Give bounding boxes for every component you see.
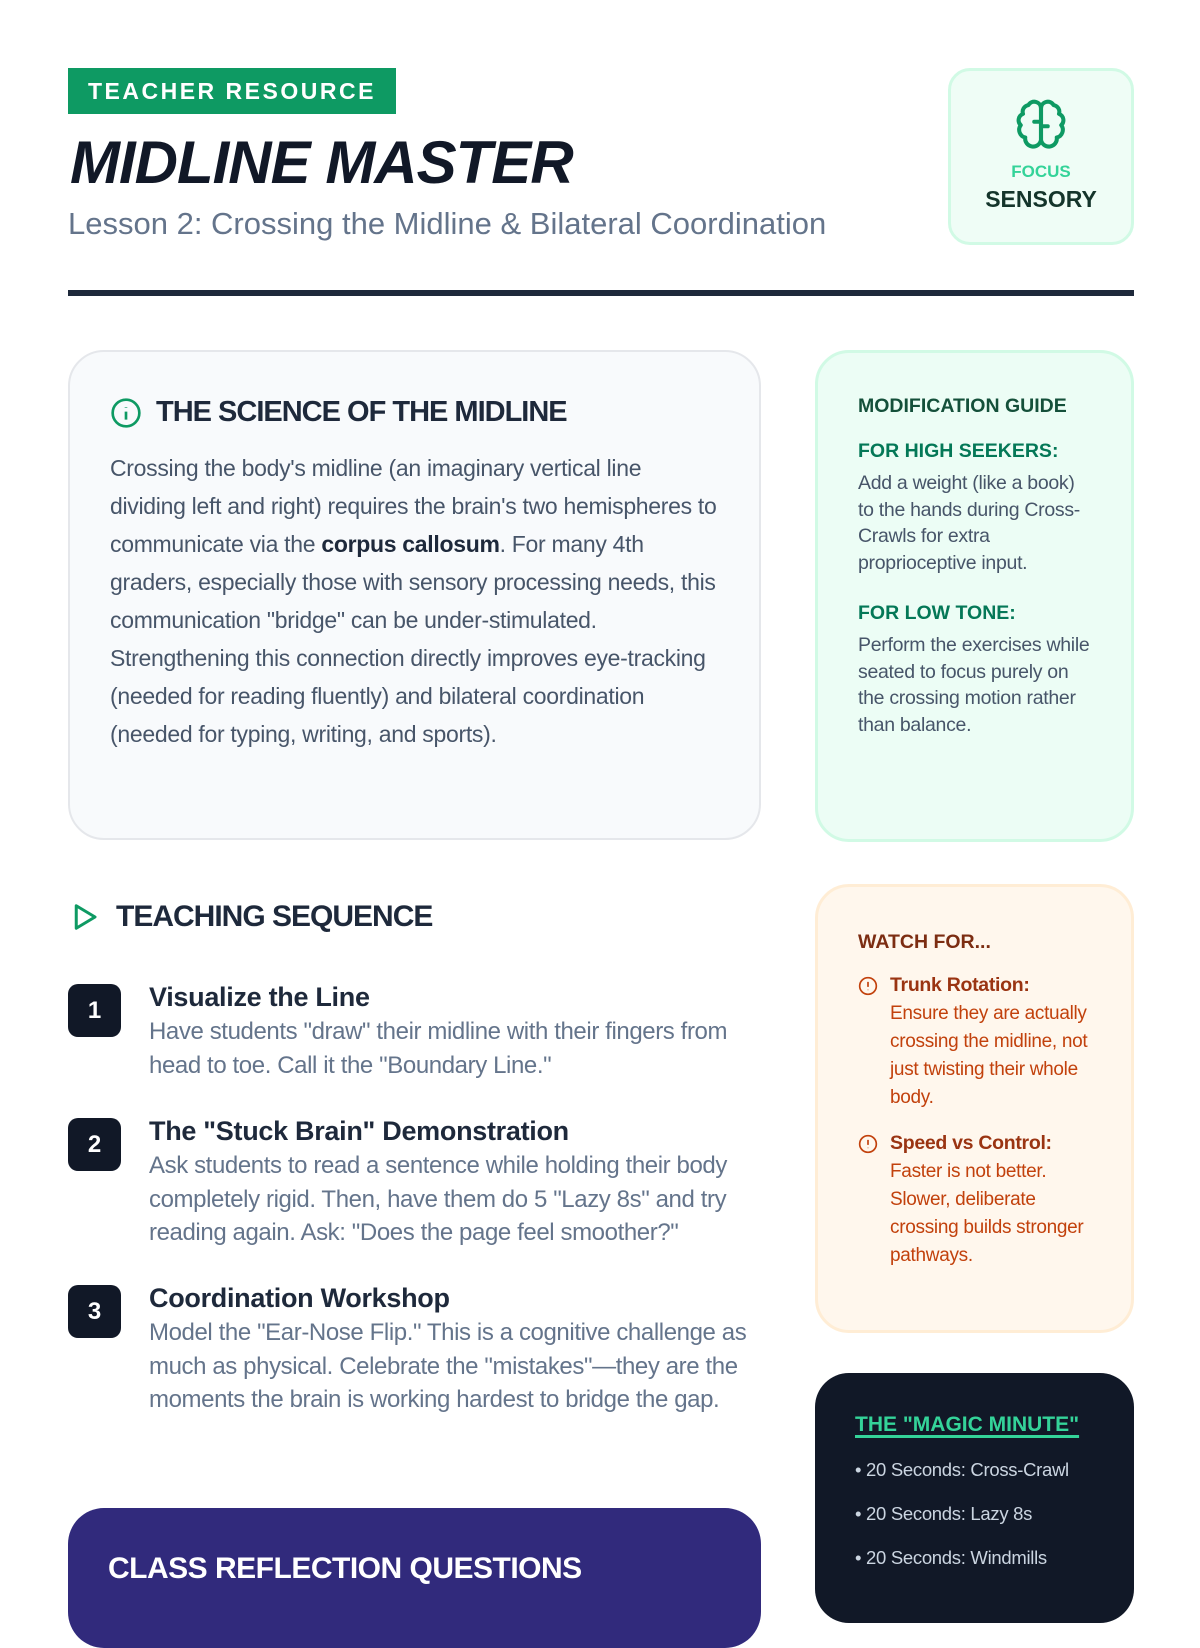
focus-label: FOCUS [1011, 162, 1071, 181]
page-title: MIDLINE MASTER [70, 129, 574, 196]
science-card: THE SCIENCE OF THE MIDLINE Crossing the … [68, 350, 761, 840]
step-title: Visualize the Line [149, 982, 370, 1012]
modification-text: Perform the exercises while seated to fo… [858, 634, 1090, 736]
magic-minute-item: • 20 Seconds: Lazy 8s [855, 1503, 1033, 1524]
focus-card: FOCUS SENSORY [948, 68, 1134, 245]
info-icon [111, 397, 141, 428]
magic-minute-heading: THE "MAGIC MINUTE" [855, 1413, 1080, 1436]
step-number: 3 [68, 1285, 121, 1338]
watch-item: Speed vs Control:Faster is not better. S… [858, 1132, 1091, 1270]
brain-icon [1016, 99, 1066, 149]
alert-icon [858, 1134, 878, 1154]
modification-subheading: FOR LOW TONE: [858, 602, 1016, 624]
modification-heading: MODIFICATION GUIDE [858, 395, 1067, 417]
step-title: Coordination Workshop [149, 1283, 450, 1313]
focus-value: SENSORY [985, 186, 1097, 212]
teaching-sequence-heading: TEACHING SEQUENCE [70, 900, 433, 934]
watch-for-card: WATCH FOR... Trunk Rotation:Ensure they … [815, 884, 1134, 1333]
step-description: Have students "draw" their midline with … [149, 1018, 728, 1079]
science-heading: THE SCIENCE OF THE MIDLINE [156, 396, 568, 428]
reflection-card: CLASS REFLECTION QUESTIONS [68, 1508, 761, 1648]
modification-subheading: FOR HIGH SEEKERS: [858, 440, 1059, 462]
step-description: Model the "Ear-Nose Flip." This is a cog… [149, 1319, 747, 1413]
step-number: 1 [68, 984, 121, 1037]
modification-guide-card: MODIFICATION GUIDE FOR HIGH SEEKERS: Add… [815, 350, 1134, 842]
magic-minute-item: • 20 Seconds: Cross-Crawl [855, 1459, 1069, 1480]
magic-minute-item: • 20 Seconds: Windmills [855, 1547, 1047, 1568]
teacher-resource-badge: TEACHER RESOURCE [68, 68, 396, 114]
step-title: The "Stuck Brain" Demonstration [149, 1116, 569, 1146]
play-icon [74, 904, 97, 930]
reflection-heading: CLASS REFLECTION QUESTIONS [108, 1552, 582, 1585]
header-divider [68, 290, 1134, 296]
step-number: 2 [68, 1118, 121, 1171]
alert-icon [858, 976, 878, 996]
magic-minute-card: THE "MAGIC MINUTE" • 20 Seconds: Cross-C… [815, 1373, 1134, 1623]
watch-item: Trunk Rotation:Ensure they are actually … [858, 974, 1091, 1112]
modification-text: Add a weight (like a book) to the hands … [858, 472, 1080, 574]
watch-heading: WATCH FOR... [858, 931, 991, 953]
step-description: Ask students to read a sentence while ho… [149, 1152, 727, 1246]
science-text: Crossing the body's midline (an imaginar… [110, 455, 717, 747]
page-subtitle: Lesson 2: Crossing the Midline & Bilater… [68, 206, 827, 241]
